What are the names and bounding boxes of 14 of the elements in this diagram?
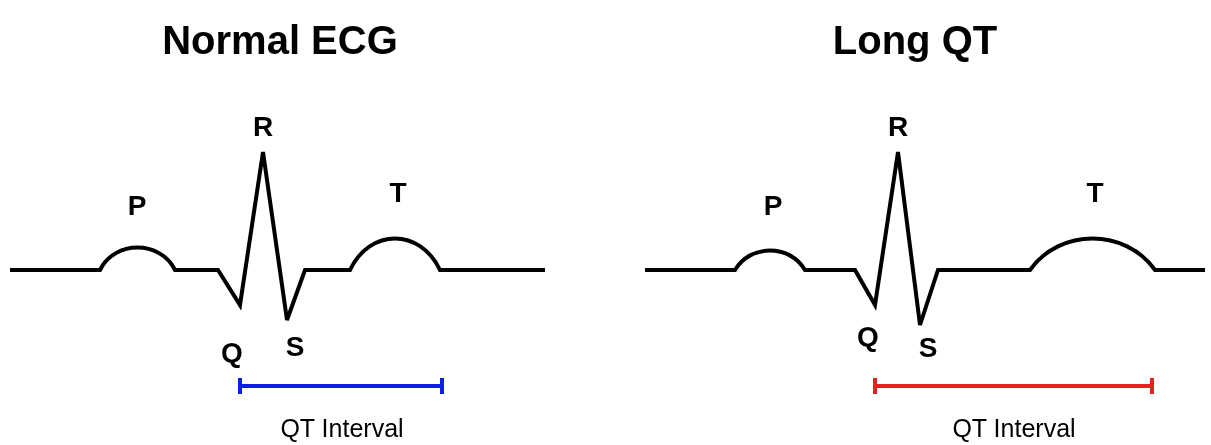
wave-label: P xyxy=(763,192,783,220)
wave-label: P xyxy=(127,192,147,220)
wave-label: Q xyxy=(221,339,243,367)
wave-label: Q xyxy=(857,323,879,351)
wave-label: T xyxy=(1086,179,1104,207)
wave-label: S xyxy=(285,333,305,361)
interval-label: QT Interval xyxy=(952,415,1076,441)
wave-label: S xyxy=(918,334,938,362)
wave-label: R xyxy=(252,113,274,141)
wave-label: T xyxy=(389,179,407,207)
wave-label: R xyxy=(887,113,909,141)
chart-title: Long QT xyxy=(832,20,998,60)
chart-title: Normal ECG xyxy=(162,20,398,60)
interval-label: QT Interval xyxy=(280,415,404,441)
